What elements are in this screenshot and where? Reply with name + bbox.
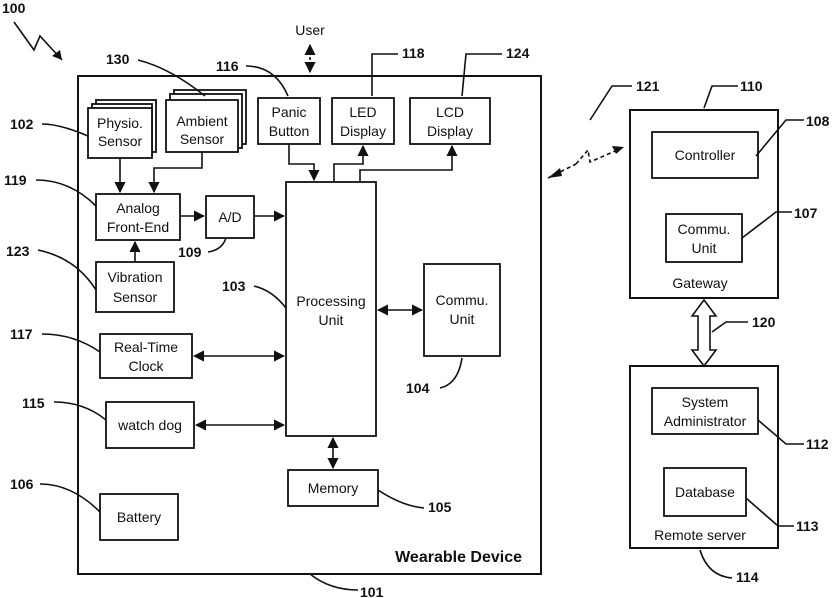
ref-104: 104	[406, 380, 430, 396]
physio-sensor-label-2: Sensor	[98, 133, 143, 149]
gateway-server-link-icon	[692, 300, 716, 366]
processing-unit-block	[286, 182, 376, 436]
gateway-title: Gateway	[672, 275, 727, 291]
ref-106: 106	[10, 476, 34, 492]
wearable-device-title: Wearable Device	[395, 549, 522, 566]
leader-106	[40, 484, 100, 512]
leader-107	[742, 212, 792, 238]
leader-108	[756, 120, 804, 156]
ref-117: 117	[10, 326, 33, 342]
physio-sensor-block: Physio. Sensor	[88, 100, 156, 158]
ref-130: 130	[106, 51, 130, 67]
ref-113: 113	[796, 518, 819, 534]
ref-124: 124	[506, 45, 530, 61]
ad-converter-label: A/D	[218, 209, 241, 225]
ambient-sensor-label-1: Ambient	[176, 113, 227, 129]
ref-115: 115	[22, 395, 45, 411]
database-label: Database	[675, 484, 735, 500]
analog-front-end-label-2: Front-End	[107, 219, 169, 235]
user-label: User	[295, 22, 325, 38]
wearable-commu-unit-label-2: Unit	[450, 311, 475, 327]
leader-112	[758, 420, 804, 444]
ref-107: 107	[794, 205, 818, 221]
watchdog-label: watch dog	[117, 417, 182, 433]
leader-116	[246, 66, 288, 96]
ref-119: 119	[4, 172, 27, 188]
analog-front-end-label-1: Analog	[116, 200, 160, 216]
real-time-clock-label-1: Real-Time	[114, 339, 178, 355]
ambient-sensor-label-2: Sensor	[180, 131, 225, 147]
vibration-sensor-label-2: Sensor	[113, 289, 158, 305]
memory-label: Memory	[308, 480, 359, 496]
zigzag-arrow-icon	[14, 22, 62, 60]
leader-101	[310, 574, 358, 590]
figure-ref-label: 100	[2, 0, 26, 16]
ref-101: 101	[360, 584, 384, 598]
leader-120	[712, 322, 748, 332]
gateway-commu-unit-label-1: Commu.	[678, 221, 731, 237]
wearable-commu-unit-block	[424, 264, 500, 356]
ref-110: 110	[740, 78, 763, 94]
processing-unit-label-1: Processing	[296, 293, 365, 309]
panic-button-label-2: Button	[269, 123, 309, 139]
leader-113	[746, 498, 794, 526]
led-display-label-2: Display	[340, 123, 386, 139]
system-administrator-label-1: System	[682, 394, 729, 410]
ref-109: 109	[178, 244, 202, 260]
led-display-label-1: LED	[349, 104, 376, 120]
physio-sensor-label-1: Physio.	[97, 115, 143, 131]
controller-label: Controller	[675, 147, 736, 163]
ref-108: 108	[806, 113, 830, 129]
ref-120: 120	[752, 314, 776, 330]
leader-109	[208, 238, 226, 252]
leader-114	[700, 550, 732, 578]
ref-112: 112	[806, 436, 829, 452]
ref-116: 116	[216, 58, 239, 74]
leader-115	[54, 402, 106, 420]
ref-114: 114	[736, 569, 759, 585]
vibration-sensor-label-1: Vibration	[107, 269, 162, 285]
leader-117	[42, 334, 100, 352]
leader-123	[38, 250, 96, 290]
leader-110	[704, 86, 738, 108]
wearable-commu-unit-label-1: Commu.	[436, 292, 489, 308]
battery-label: Battery	[117, 509, 161, 525]
wireless-link-icon	[548, 146, 624, 178]
lcd-display-label-1: LCD	[436, 104, 464, 120]
remote-server-title: Remote server	[654, 527, 746, 543]
ambient-sensor-block: Ambient Sensor	[166, 90, 246, 152]
ref-103: 103	[222, 278, 246, 294]
system-administrator-label-2: Administrator	[664, 413, 747, 429]
processing-unit-label-2: Unit	[319, 312, 344, 328]
lcd-display-label-2: Display	[427, 123, 473, 139]
panic-button-label-1: Panic	[271, 104, 306, 120]
leader-103	[254, 286, 286, 308]
leader-121	[590, 86, 632, 120]
leader-102	[42, 124, 88, 136]
real-time-clock-label-2: Clock	[128, 358, 164, 374]
leader-119	[36, 180, 96, 206]
gateway-commu-unit-label-2: Unit	[692, 240, 717, 256]
leader-104	[440, 358, 462, 388]
ref-105: 105	[428, 499, 452, 515]
ref-121: 121	[636, 78, 660, 94]
leader-105	[378, 490, 424, 508]
ref-102: 102	[10, 116, 34, 132]
ref-118: 118	[402, 45, 425, 61]
ref-123: 123	[6, 243, 30, 259]
